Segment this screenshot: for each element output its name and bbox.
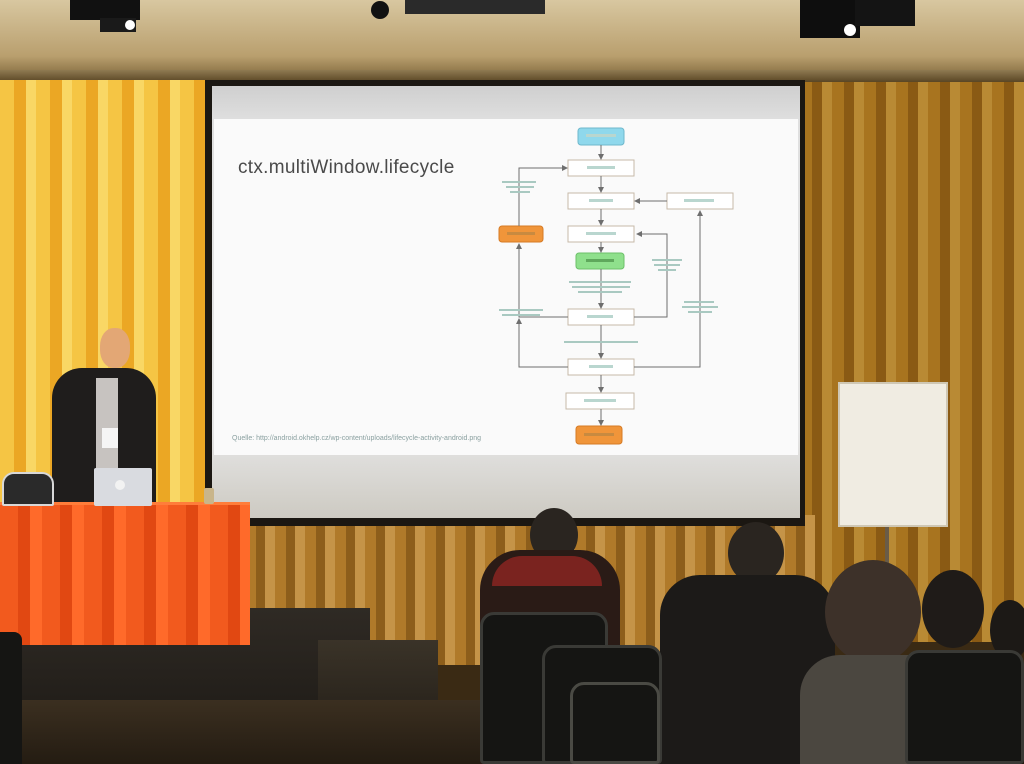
audience-member-head [922,570,984,648]
water-glass [204,488,214,504]
audience-member-collar [492,556,602,586]
audience-chair [570,682,660,764]
speaker-table [0,505,250,645]
curtain-right [800,82,1024,642]
flipchart-stand [885,527,889,587]
lifecycle-diagram [498,127,734,445]
ceiling-trim [0,70,1024,82]
slide-source-caption: Quelle: http://android.okhelp.cz/wp-cont… [232,435,482,442]
spotlight-icon [350,0,550,26]
audience-member-head [825,560,921,664]
presenter-shirt [96,378,118,468]
audience-member-head [728,522,784,584]
spotlight-icon [70,0,140,34]
flipchart-board [838,382,948,527]
chair-back-stage [2,472,54,506]
apple-logo-icon [115,480,125,490]
presentation-slide: ctx.multiWindow.lifecycle [214,119,798,455]
audience-chair [905,650,1024,764]
spotlight-icon [800,0,920,42]
presenter-head [100,328,130,368]
slide-title: ctx.multiWindow.lifecycle [238,157,455,178]
presenter-name-badge [102,428,118,448]
audience-chair [0,632,22,764]
